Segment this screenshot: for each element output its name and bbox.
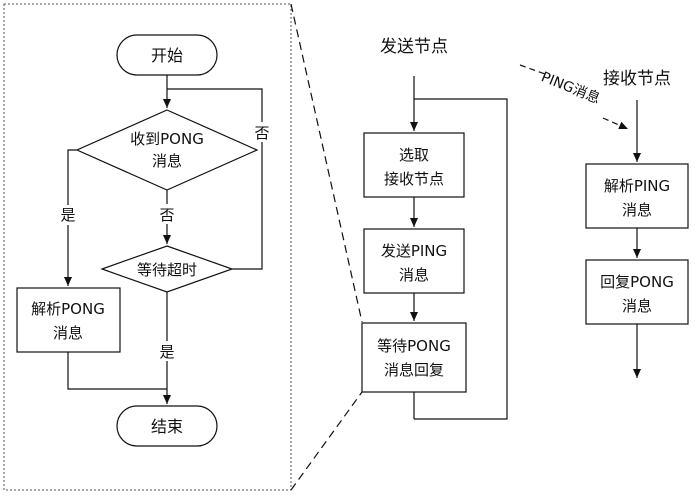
zoom-line-bottom (291, 392, 362, 490)
parse-pong-label-line2: 消息 (53, 324, 83, 342)
send-ping-label-line1: 发送PING (381, 242, 447, 260)
no-down-label: 否 (159, 206, 174, 224)
decision-pong-received (77, 110, 257, 190)
send-ping-label-line2: 消息 (399, 266, 429, 284)
select-receiver-label-line2: 接收节点 (384, 170, 444, 188)
zoom-line-top (291, 4, 362, 322)
recv-node-flow: 接收节点 解析PING 消息 回复PONG 消息 (586, 69, 688, 378)
parse-ping-label-line1: 解析PING (604, 177, 670, 195)
wait-pong-box (362, 323, 466, 392)
left-flow: 开始 收到PONG 消息 否 等待超时 否 是 解析PONG 消息 是 (17, 35, 274, 446)
reply-pong-label-line2: 消息 (622, 297, 652, 315)
parse-to-join-line (68, 352, 167, 389)
ping-message-arrow-end (603, 118, 628, 129)
no-right-label: 否 (254, 124, 269, 142)
parse-pong-label-line1: 解析PONG (31, 300, 105, 318)
decision-pong-label-line1: 收到PONG (130, 130, 204, 148)
wait-pong-label-line1: 等待PONG (377, 337, 451, 355)
recv-node-title: 接收节点 (603, 69, 671, 89)
wait-pong-label-line2: 消息回复 (384, 361, 444, 379)
yes-left-label: 是 (60, 206, 75, 224)
decision-timeout-label: 等待超时 (137, 261, 197, 279)
send-node-title: 发送节点 (380, 37, 448, 57)
ping-message-line-start (520, 65, 545, 74)
send-node-flow: 发送节点 选取 接收节点 发送PING 消息 等待PONG 消息回复 (362, 37, 507, 419)
reply-pong-label-line1: 回复PONG (600, 273, 674, 291)
select-receiver-label-line1: 选取 (399, 146, 429, 164)
end-label: 结束 (151, 417, 183, 436)
parse-ping-label-line2: 消息 (622, 201, 652, 219)
start-label: 开始 (151, 46, 183, 65)
decision-pong-label-line2: 消息 (152, 152, 182, 170)
yes-down-label: 是 (159, 343, 174, 361)
ping-message-label: PING消息 (539, 68, 603, 107)
parse-pong-box (17, 288, 120, 352)
